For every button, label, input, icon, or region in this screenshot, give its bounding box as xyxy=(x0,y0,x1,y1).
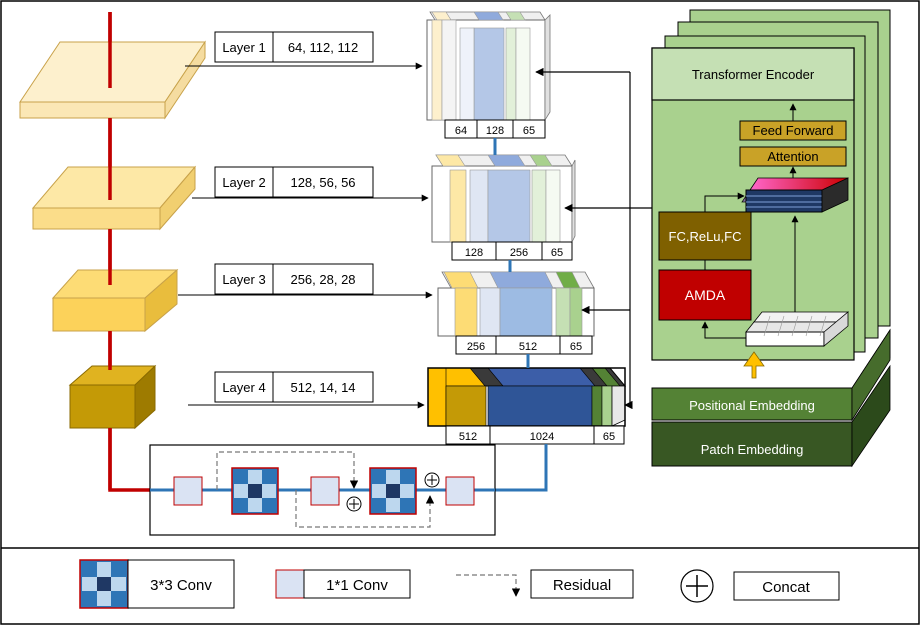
block-1-label-a: 64 xyxy=(455,125,467,137)
legend-conv1x1-icon xyxy=(275,569,305,599)
transformer-stack: Transformer Encoder Feed Forward Attenti… xyxy=(651,9,891,379)
layer-1-slab xyxy=(19,40,206,120)
feature-block-2: 128 256 65 xyxy=(431,154,576,261)
positional-embedding-box xyxy=(651,387,853,421)
layer-2-name: Layer 2 xyxy=(222,175,265,190)
legend: 3*3 Conv 1*1 Conv Residual Concat xyxy=(79,559,840,609)
layer-arrows xyxy=(178,62,433,409)
conv1x1-box-1 xyxy=(173,476,203,506)
block-3-label-a: 256 xyxy=(467,341,485,353)
legend-concat-label: Concat xyxy=(762,579,810,596)
legend-residual-label: Residual xyxy=(553,577,611,594)
conv1x1-box-3 xyxy=(445,476,475,506)
layer-3-dims: 256, 28, 28 xyxy=(290,272,355,287)
feature-block-4: 512 1024 65 xyxy=(427,367,627,445)
block-2-label-b: 256 xyxy=(510,247,528,259)
legend-concat-icon xyxy=(680,569,714,603)
patch-embedding-label: Patch Embedding xyxy=(701,442,804,457)
block-3-label-b: 512 xyxy=(519,341,537,353)
layer-4-dims: 512, 14, 14 xyxy=(290,380,355,395)
embedding-stack: Positional Embedding Patch Embedding xyxy=(651,328,891,468)
conv3x3-grid-1 xyxy=(231,467,279,515)
block-2-label-c: 65 xyxy=(551,247,563,259)
block-3-label-c: 65 xyxy=(570,341,582,353)
layer-label-4: Layer 4 512, 14, 14 xyxy=(214,371,374,403)
positional-embedding-label: Positional Embedding xyxy=(689,398,815,413)
input-arrow-icon xyxy=(743,351,765,379)
backbone xyxy=(19,12,206,492)
feature-block-1: 64 128 65 xyxy=(426,11,551,139)
block-1-label-b: 128 xyxy=(486,125,504,137)
layer-2-slab xyxy=(31,165,197,231)
concat-symbol-2 xyxy=(424,472,440,488)
block-4-label-b: 1024 xyxy=(530,431,554,443)
conv3x3-grid-2 xyxy=(369,467,417,515)
layer-2-dims: 128, 56, 56 xyxy=(290,175,355,190)
layer-label-1: Layer 1 64, 112, 112 xyxy=(214,31,374,63)
legend-conv3x3-label: 3*3 Conv xyxy=(150,577,212,594)
fc-relu-fc-box xyxy=(658,211,752,261)
layer-4-name: Layer 4 xyxy=(222,380,265,395)
block-connectors xyxy=(493,138,548,492)
amda-box xyxy=(658,269,752,321)
feedback-lines xyxy=(535,67,654,410)
residual-path-2 xyxy=(295,490,435,528)
layer-label-2: Layer 2 128, 56, 56 xyxy=(214,166,374,198)
block-1-label-c: 65 xyxy=(523,125,535,137)
layer-label-3: Layer 3 256, 28, 28 xyxy=(214,263,374,295)
block-4-label-c: 65 xyxy=(603,431,615,443)
conv1x1-box-2 xyxy=(310,476,340,506)
layer-4-slab xyxy=(68,364,157,430)
residual-path-1 xyxy=(216,451,359,490)
transformer-title: Transformer Encoder xyxy=(692,67,815,82)
attention-label: Attention xyxy=(767,149,818,164)
block-4-label-a: 512 xyxy=(459,431,477,443)
layer-1-name: Layer 1 xyxy=(222,40,265,55)
token-stack-colored xyxy=(741,177,849,213)
bottleneck-module xyxy=(149,444,496,536)
amda-label: AMDA xyxy=(685,287,726,303)
legend-conv3x3-icon xyxy=(79,559,129,609)
legend-residual-icon xyxy=(456,574,521,597)
legend-conv1x1-label: 1*1 Conv xyxy=(326,577,388,594)
feed-forward-label: Feed Forward xyxy=(753,123,834,138)
layer-3-slab xyxy=(51,268,179,333)
attention-box xyxy=(739,146,847,167)
layer-3-name: Layer 3 xyxy=(222,272,265,287)
feature-block-3: 256 512 65 xyxy=(437,271,595,355)
layer-1-dims: 64, 112, 112 xyxy=(288,40,358,55)
concat-symbol-1 xyxy=(346,496,362,512)
token-stack-white xyxy=(745,311,849,347)
fc-relu-fc-label: FC,ReLu,FC xyxy=(669,229,742,244)
block-2-label-a: 128 xyxy=(465,247,483,259)
